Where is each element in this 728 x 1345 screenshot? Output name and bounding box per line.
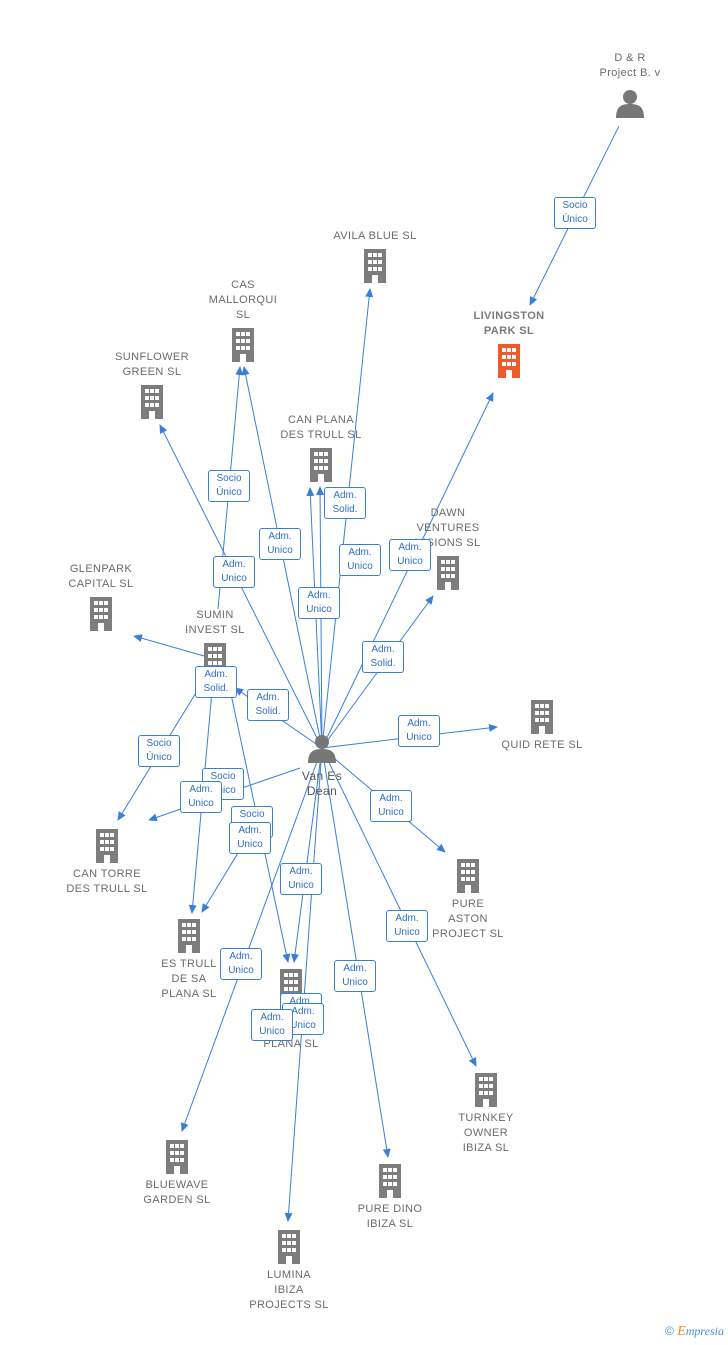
node-label-bluewave[interactable]: BLUEWAVE GARDEN SL	[143, 1179, 211, 1206]
icons-layer	[90, 90, 644, 1264]
relation-badge[interactable]: Adm. Solid.	[362, 641, 404, 673]
building-icon[interactable]	[310, 448, 332, 482]
relation-badge[interactable]: Adm. Unico	[339, 544, 381, 576]
node-label-cas[interactable]: CAS MALLORQUI SL	[208, 279, 278, 321]
building-icon[interactable]	[96, 829, 118, 863]
relation-badge[interactable]: Socio Único	[554, 197, 596, 229]
relation-badge[interactable]: Adm. Solid.	[247, 689, 289, 721]
node-label-avila[interactable]: AVILA BLUE SL	[333, 230, 417, 242]
node-label-quid[interactable]: QUID RETE SL	[501, 739, 583, 751]
relation-badge[interactable]: Adm. Solid.	[324, 487, 366, 519]
node-label-glenpark[interactable]: GLENPARK CAPITAL SL	[68, 563, 134, 590]
relation-badge[interactable]: Adm. Unico	[398, 715, 440, 747]
edges-layer	[117, 125, 620, 1222]
building-icon[interactable]	[531, 700, 553, 734]
relation-badge[interactable]: Adm. Unico	[389, 539, 431, 571]
relation-badge[interactable]: Socio Único	[138, 735, 180, 767]
node-label-estrull[interactable]: ES TRULL DE SA PLANA SL	[161, 958, 217, 1000]
relation-edge	[321, 747, 391, 1158]
building-icon[interactable]	[141, 385, 163, 419]
building-icon[interactable]	[475, 1073, 497, 1107]
building-icon[interactable]	[90, 597, 112, 631]
relation-badge[interactable]: Adm. Unico	[251, 1009, 293, 1041]
relation-badge[interactable]: Adm. Unico	[280, 863, 322, 895]
building-icon[interactable]	[498, 344, 520, 378]
relation-badge[interactable]: Adm. Unico	[259, 528, 301, 560]
brand-logo-text: mpresia	[685, 1324, 724, 1338]
node-label-puredino[interactable]: PURE DINO IBIZA SL	[357, 1203, 423, 1230]
center-node-label[interactable]: Van Es Dean	[301, 769, 343, 798]
node-label-lumina[interactable]: LUMINA IBIZA PROJECTS SL	[249, 1269, 329, 1311]
relation-badge[interactable]: Adm. Unico	[180, 781, 222, 813]
copyright-symbol: ©	[665, 1324, 674, 1338]
relation-badge[interactable]: Adm. Solid.	[195, 666, 237, 698]
relation-badge[interactable]: Adm. Unico	[370, 790, 412, 822]
relation-badge[interactable]: Adm. Unico	[334, 960, 376, 992]
node-label-sunflower[interactable]: SUNFLOWER GREEN SL	[115, 351, 189, 378]
relation-badge[interactable]: Adm. Unico	[213, 556, 255, 588]
person-icon[interactable]	[308, 735, 336, 763]
relation-edge	[291, 747, 323, 963]
relation-edge	[284, 747, 323, 1222]
relation-edge	[180, 747, 323, 1132]
brand-footer: © Empresia	[665, 1324, 724, 1340]
building-icon[interactable]	[364, 249, 386, 283]
node-label-dr[interactable]: D & R Project B. v	[599, 52, 661, 79]
node-label-canplana[interactable]: CAN PLANA DES TRULL SL	[280, 414, 362, 441]
building-icon[interactable]	[457, 859, 479, 893]
relation-edge	[321, 747, 477, 1067]
node-label-livingston[interactable]: LIVINGSTON PARK SL	[473, 310, 545, 337]
building-icon[interactable]	[166, 1140, 188, 1174]
node-label-turnkey[interactable]: TURNKEY OWNER IBIZA SL	[458, 1112, 514, 1154]
building-icon[interactable]	[178, 919, 200, 953]
relation-badge[interactable]: Adm. Unico	[386, 910, 428, 942]
person-icon[interactable]	[616, 90, 644, 118]
building-icon[interactable]	[437, 556, 459, 590]
brand-logo-initial: E	[677, 1324, 686, 1339]
relation-badge[interactable]: Adm. Unico	[229, 822, 271, 854]
node-label-sumin[interactable]: SUMIN INVEST SL	[185, 609, 245, 636]
building-icon[interactable]	[379, 1164, 401, 1198]
building-icon[interactable]	[278, 1230, 300, 1264]
relation-badge[interactable]: Adm. Unico	[298, 587, 340, 619]
node-label-pureaston[interactable]: PURE ASTON PROJECT SL	[432, 898, 504, 940]
relation-badge[interactable]: Adm. Unico	[220, 948, 262, 980]
building-icon[interactable]	[232, 328, 254, 362]
relation-badge[interactable]: Socio Único	[208, 470, 250, 502]
node-label-cantorre[interactable]: CAN TORRE DES TRULL SL	[66, 868, 148, 895]
